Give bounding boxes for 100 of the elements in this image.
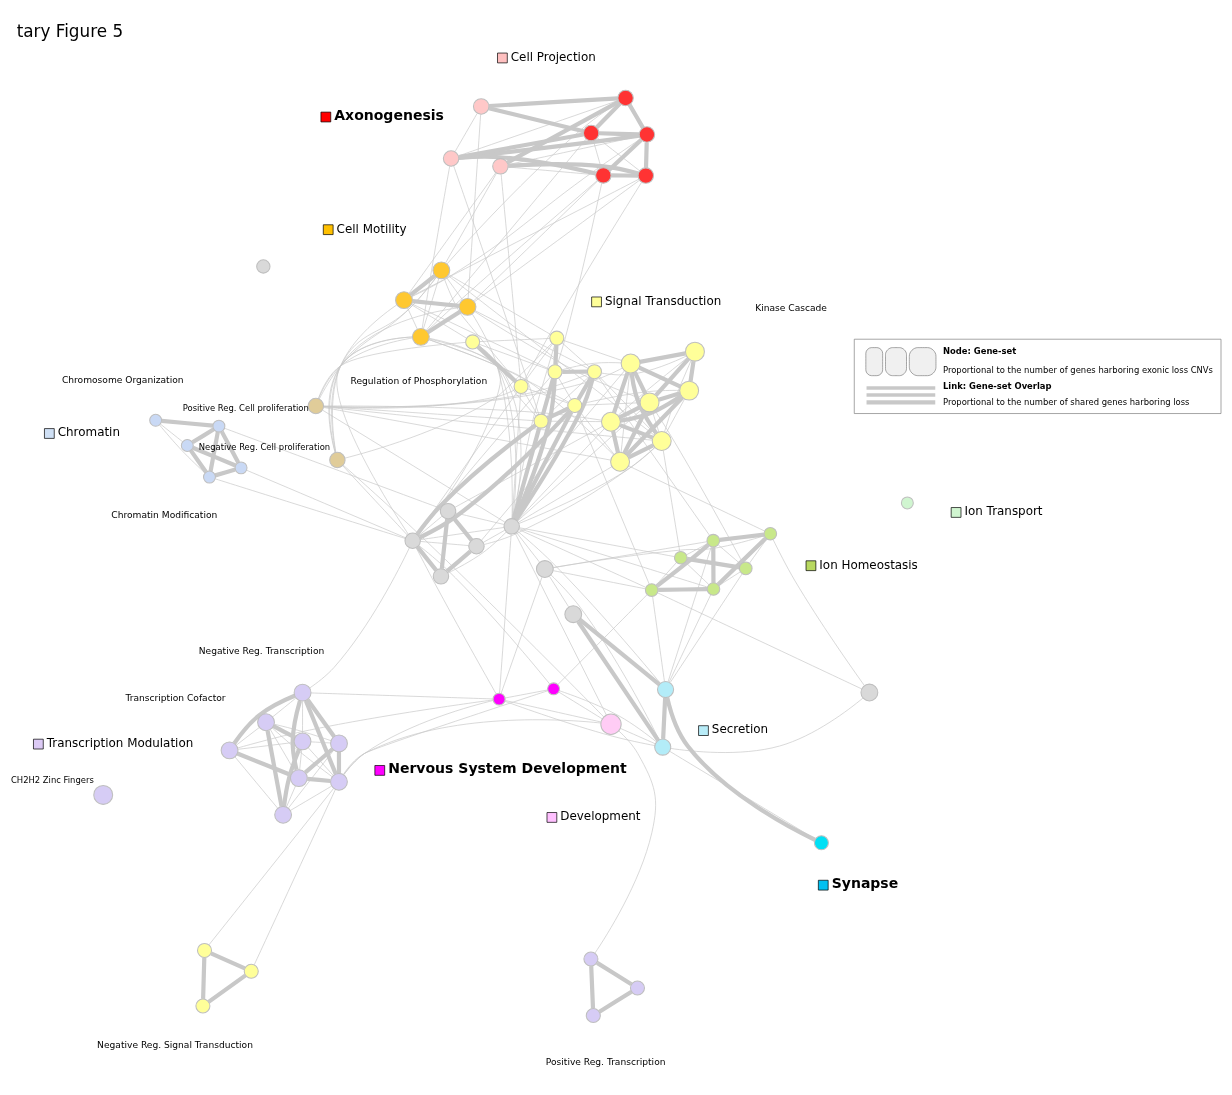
- node-circle: [492, 692, 506, 706]
- connector: [599, 376, 656, 434]
- node-circle: [564, 604, 583, 623]
- connector: [192, 445, 237, 467]
- connector: [662, 449, 681, 552]
- connector: [344, 342, 553, 458]
- connector: [546, 406, 570, 420]
- connector: [598, 989, 633, 1013]
- connector: [408, 171, 497, 293]
- connector: [318, 276, 437, 399]
- connector: [628, 465, 765, 531]
- connector: [518, 446, 656, 524]
- connector: [500, 173, 521, 380]
- connector: [474, 179, 640, 302]
- connector: [421, 165, 451, 329]
- connector: [686, 542, 708, 555]
- node-circle: [654, 738, 672, 756]
- connector: [232, 693, 296, 744]
- node-circle: [180, 438, 194, 452]
- connector: [318, 341, 466, 399]
- node-circle: [203, 470, 216, 484]
- connector: [455, 512, 505, 525]
- connector: [302, 700, 303, 733]
- connector: [448, 273, 551, 335]
- connector: [611, 429, 620, 453]
- node-circle: [706, 581, 721, 596]
- connector: [513, 378, 557, 520]
- connector: [219, 430, 241, 464]
- legend-label: Transcription Modulation: [46, 735, 194, 750]
- connector: [458, 131, 584, 159]
- connector: [577, 411, 650, 584]
- node-circle: [439, 502, 457, 519]
- connector: [512, 343, 556, 519]
- label: Negative Reg. Signal Transduction: [97, 1039, 253, 1050]
- connector: [342, 464, 605, 717]
- node-circle: [547, 363, 563, 379]
- connector: [488, 95, 618, 108]
- node-circle: [330, 772, 348, 791]
- connector: [669, 572, 743, 683]
- node-circle: [738, 561, 753, 575]
- connector: [214, 467, 236, 477]
- connector: [596, 960, 633, 986]
- connector: [597, 137, 640, 171]
- connector: [290, 699, 302, 770]
- node-circle: [639, 391, 660, 412]
- connector: [415, 545, 438, 571]
- legend-label: Proportional to the number of shared genes harboring loss: [942, 396, 1190, 407]
- connector: [576, 376, 593, 400]
- node-circle: [706, 533, 721, 547]
- node-circle: [197, 942, 213, 958]
- node-circle: [492, 157, 509, 175]
- connector: [445, 549, 472, 573]
- connector: [627, 442, 655, 459]
- connector: [557, 593, 648, 685]
- connector: [632, 370, 648, 395]
- connector: [322, 409, 506, 523]
- connector: [578, 617, 661, 686]
- connector: [561, 342, 590, 367]
- connector: [191, 427, 215, 444]
- connector: [716, 536, 768, 586]
- connector: [467, 113, 481, 299]
- node-circle: [256, 258, 271, 274]
- connector: [617, 356, 688, 416]
- connector: [562, 369, 588, 374]
- connector: [594, 730, 656, 953]
- connector: [482, 529, 506, 543]
- connector: [654, 357, 690, 397]
- connector: [208, 787, 334, 945]
- connector: [655, 542, 710, 588]
- connector: [426, 309, 462, 334]
- node-circle: [813, 834, 829, 850]
- connector: [189, 448, 208, 473]
- node-circle: [411, 327, 430, 346]
- connector: [749, 538, 767, 563]
- connector: [454, 112, 478, 152]
- connector: [161, 418, 214, 428]
- node-circle: [679, 380, 700, 401]
- connector: [274, 723, 332, 741]
- connector: [201, 956, 207, 999]
- node-circle: [656, 680, 675, 698]
- connector: [411, 178, 640, 297]
- node-circle: [673, 550, 688, 565]
- connector: [552, 540, 708, 568]
- connector: [508, 161, 639, 175]
- connector: [549, 575, 569, 607]
- connector: [443, 277, 517, 381]
- node-circle: [638, 125, 656, 143]
- connector: [415, 423, 537, 536]
- connector: [657, 591, 862, 689]
- connector: [417, 376, 551, 535]
- connector: [342, 464, 408, 535]
- connector: [718, 544, 742, 565]
- connector: [638, 365, 682, 389]
- connector: [620, 372, 630, 453]
- connector: [619, 422, 654, 440]
- legend-label: Nervous System Development: [388, 759, 627, 776]
- connector: [670, 697, 864, 753]
- node-circle: [585, 1007, 601, 1023]
- connector: [643, 141, 649, 168]
- connector: [411, 138, 641, 297]
